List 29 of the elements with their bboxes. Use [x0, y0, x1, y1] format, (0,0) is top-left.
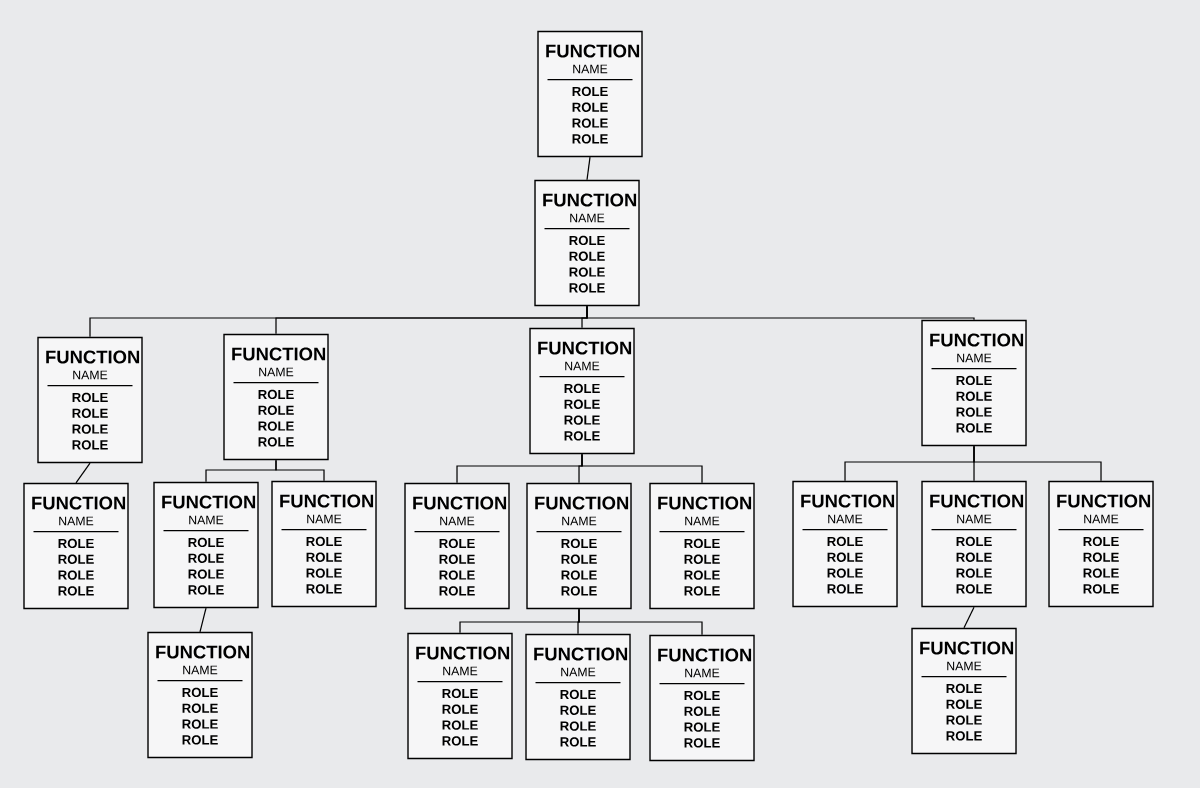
org-box: FUNCTION NAME ROLE ROLE ROLE ROLE — [37, 336, 143, 464]
connector-line — [586, 156, 591, 181]
org-box: FUNCTION NAME ROLE ROLE ROLE ROLE — [792, 480, 898, 608]
org-box: FUNCTION NAME ROLE ROLE ROLE ROLE — [525, 633, 631, 761]
org-box: FUNCTION NAME ROLE ROLE ROLE ROLE — [404, 482, 510, 610]
org-box: FUNCTION NAME ROLE ROLE ROLE ROLE — [407, 632, 513, 760]
org-box: FUNCTION NAME ROLE ROLE ROLE ROLE — [911, 627, 1017, 755]
connector-line — [581, 453, 703, 484]
connector-line — [275, 459, 325, 482]
connector-line — [586, 305, 975, 321]
connector-line — [199, 607, 207, 633]
org-box: FUNCTION NAME ROLE ROLE ROLE ROLE — [921, 480, 1027, 608]
connector-line — [578, 608, 703, 636]
org-box: FUNCTION NAME ROLE ROLE ROLE ROLE — [1048, 480, 1154, 608]
org-box: FUNCTION NAME ROLE ROLE ROLE ROLE — [649, 482, 755, 610]
org-box: FUNCTION NAME ROLE ROLE ROLE ROLE — [271, 480, 377, 608]
connector-line — [973, 445, 1102, 482]
org-box: FUNCTION NAME ROLE ROLE ROLE ROLE — [537, 30, 643, 158]
org-box: FUNCTION NAME ROLE ROLE ROLE ROLE — [147, 631, 253, 759]
connector-line — [75, 462, 91, 484]
connector-line — [963, 606, 975, 629]
org-box: FUNCTION NAME ROLE ROLE ROLE ROLE — [649, 634, 755, 762]
org-box: FUNCTION NAME ROLE ROLE ROLE ROLE — [534, 179, 640, 307]
org-box: FUNCTION NAME ROLE ROLE ROLE ROLE — [529, 327, 635, 455]
org-box: FUNCTION NAME ROLE ROLE ROLE ROLE — [223, 333, 329, 461]
org-box: FUNCTION NAME ROLE ROLE ROLE ROLE — [153, 481, 259, 609]
org-box: FUNCTION NAME ROLE ROLE ROLE ROLE — [921, 319, 1027, 447]
org-box: FUNCTION NAME ROLE ROLE ROLE ROLE — [23, 482, 129, 610]
org-box: FUNCTION NAME ROLE ROLE ROLE ROLE — [526, 482, 632, 610]
